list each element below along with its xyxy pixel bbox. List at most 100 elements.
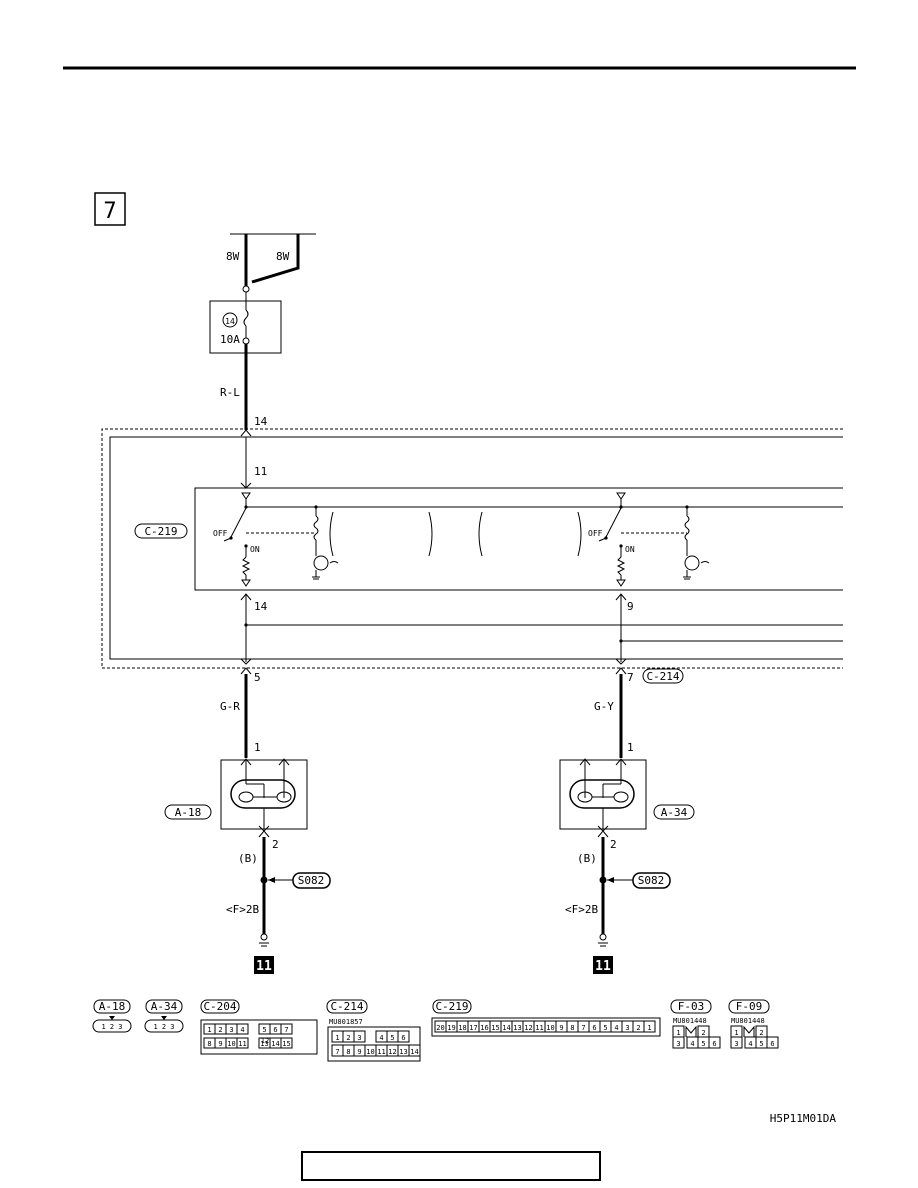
connector-chevron — [240, 429, 252, 437]
c219-pin: 18 — [458, 1024, 466, 1032]
c214-row2-pin: 11 — [377, 1048, 385, 1056]
c214-row1-pin: 6 — [401, 1034, 405, 1042]
c214-row2-pin: 12 — [388, 1048, 396, 1056]
c219-pin: 1 — [647, 1024, 651, 1032]
relay-left-on: ON — [250, 545, 260, 554]
c219-pin: 16 — [480, 1024, 488, 1032]
pin-label-9: 9 — [627, 600, 634, 613]
pin-label-14-top: 14 — [254, 415, 268, 428]
legend-a34-text: A-34 — [151, 1000, 178, 1013]
legend-c219-text: C-219 — [435, 1000, 468, 1013]
pin-label-lamp-left-1: 1 — [254, 741, 261, 754]
c214-row1-pin: 5 — [390, 1034, 394, 1042]
legend-a18-text: A-18 — [99, 1000, 126, 1013]
c214-row2-pin: 7 — [335, 1048, 339, 1056]
c204-row2-pin: 15 — [282, 1040, 290, 1048]
splice-left-text: S082 — [298, 874, 325, 887]
connector-c219-text: C-219 — [144, 525, 177, 538]
f09-row2b-cell — [766, 1036, 779, 1049]
f03-key-symbol — [685, 1025, 697, 1037]
wire-label-g-r: G-R — [220, 700, 240, 713]
legend-a18: A-18 1 2 3 — [92, 999, 132, 1033]
connector-chevron — [240, 667, 252, 675]
splice-label-right: S082 — [632, 872, 671, 889]
c214-row2-pin: 13 — [399, 1048, 407, 1056]
c214-row1-cell — [397, 1030, 410, 1043]
fuse-14: 14 10A — [209, 285, 282, 354]
f09-row2b-pin: 4 — [748, 1040, 752, 1048]
c204-row1-pin: 1 — [207, 1026, 211, 1034]
c204-row1-pin: 7 — [284, 1026, 288, 1034]
legend-f03-part: MU801448 — [673, 1017, 707, 1025]
splice-right-text: S082 — [638, 874, 665, 887]
c214-row2-pin: 9 — [357, 1048, 361, 1056]
f03-row2b-pin: 6 — [712, 1040, 716, 1048]
c204-row1-pin: 6 — [273, 1026, 277, 1034]
f03-row2b-cell — [708, 1036, 721, 1049]
c219-pin: 13 — [513, 1024, 521, 1032]
c219-pin: 5 — [603, 1024, 607, 1032]
c219-pin: 11 — [535, 1024, 543, 1032]
connector-label-a34: A-34 — [653, 804, 695, 820]
c219-pin: 12 — [524, 1024, 532, 1032]
f03-row2a-pin: 3 — [676, 1040, 680, 1048]
c204-center-pin: 12 — [261, 1037, 269, 1045]
connector-label-a18: A-18 — [164, 804, 212, 820]
f09-row2b-pin: 5 — [759, 1040, 763, 1048]
c219-outputs: 14 9 — [240, 593, 843, 665]
c219-pin: 2 — [636, 1024, 640, 1032]
c214-row1-cell — [353, 1030, 366, 1043]
f03-row1a-pin: 1 — [676, 1029, 680, 1037]
legend-c214-text: C-214 — [330, 1000, 363, 1013]
f09-row2a-pin: 3 — [734, 1040, 738, 1048]
pin-label-14-out: 14 — [254, 600, 268, 613]
pin-label-lamp-left-2: 2 — [272, 838, 279, 851]
legend-c214-part: MU801857 — [329, 1018, 363, 1026]
c204-row1-pin: 5 — [262, 1026, 266, 1034]
c219-pin: 3 — [625, 1024, 629, 1032]
legend-f03-text: F-03 — [678, 1000, 705, 1013]
connector-a18-text: A-18 — [175, 806, 202, 819]
legend-a34: A-34 1 2 3 — [144, 999, 184, 1033]
f03-row1-pin: 2 — [701, 1029, 705, 1037]
c204-row2-pin: 8 — [207, 1040, 211, 1048]
connector-a34-text: A-34 — [661, 806, 688, 819]
wire-label-g-y: G-Y — [594, 700, 614, 713]
wire-label-r-l: R-L — [220, 386, 240, 399]
c219-pin: 8 — [570, 1024, 574, 1032]
connector-chevron — [615, 667, 627, 675]
relay-left: OFF ON — [213, 492, 843, 587]
c214-row1-pin: 4 — [379, 1034, 383, 1042]
relay-right-on: ON — [625, 545, 635, 554]
c219-pin: 15 — [491, 1024, 499, 1032]
legend-c204-text: C-204 — [203, 1000, 236, 1013]
wire-label-b-left: (B) — [238, 852, 258, 865]
c219-pin: 4 — [614, 1024, 618, 1032]
c214-row2-cell — [408, 1044, 421, 1057]
c219-pin: 6 — [592, 1024, 596, 1032]
c219-pin: 7 — [581, 1024, 585, 1032]
pin-label-lamp-right-1: 1 — [627, 741, 634, 754]
c204-row2-pin: 13 — [260, 1040, 268, 1048]
c204-row2-pin: 9 — [218, 1040, 222, 1048]
c204-row1-cell — [280, 1023, 293, 1035]
relay-right-off: OFF — [588, 529, 603, 538]
legend-f09-part: MU801448 — [731, 1017, 765, 1025]
f09-key-symbol — [743, 1025, 755, 1037]
f03-row2b-pin: 5 — [701, 1040, 705, 1048]
wire-label-b-right: (B) — [577, 852, 597, 865]
f03-row2b-pin: 4 — [690, 1040, 694, 1048]
c219-pin: 9 — [559, 1024, 563, 1032]
f09-row2b-pin: 6 — [770, 1040, 774, 1048]
pin-label-11: 11 — [254, 465, 267, 478]
f09-row1a-pin: 1 — [734, 1029, 738, 1037]
c204-row2-cell — [280, 1037, 293, 1049]
